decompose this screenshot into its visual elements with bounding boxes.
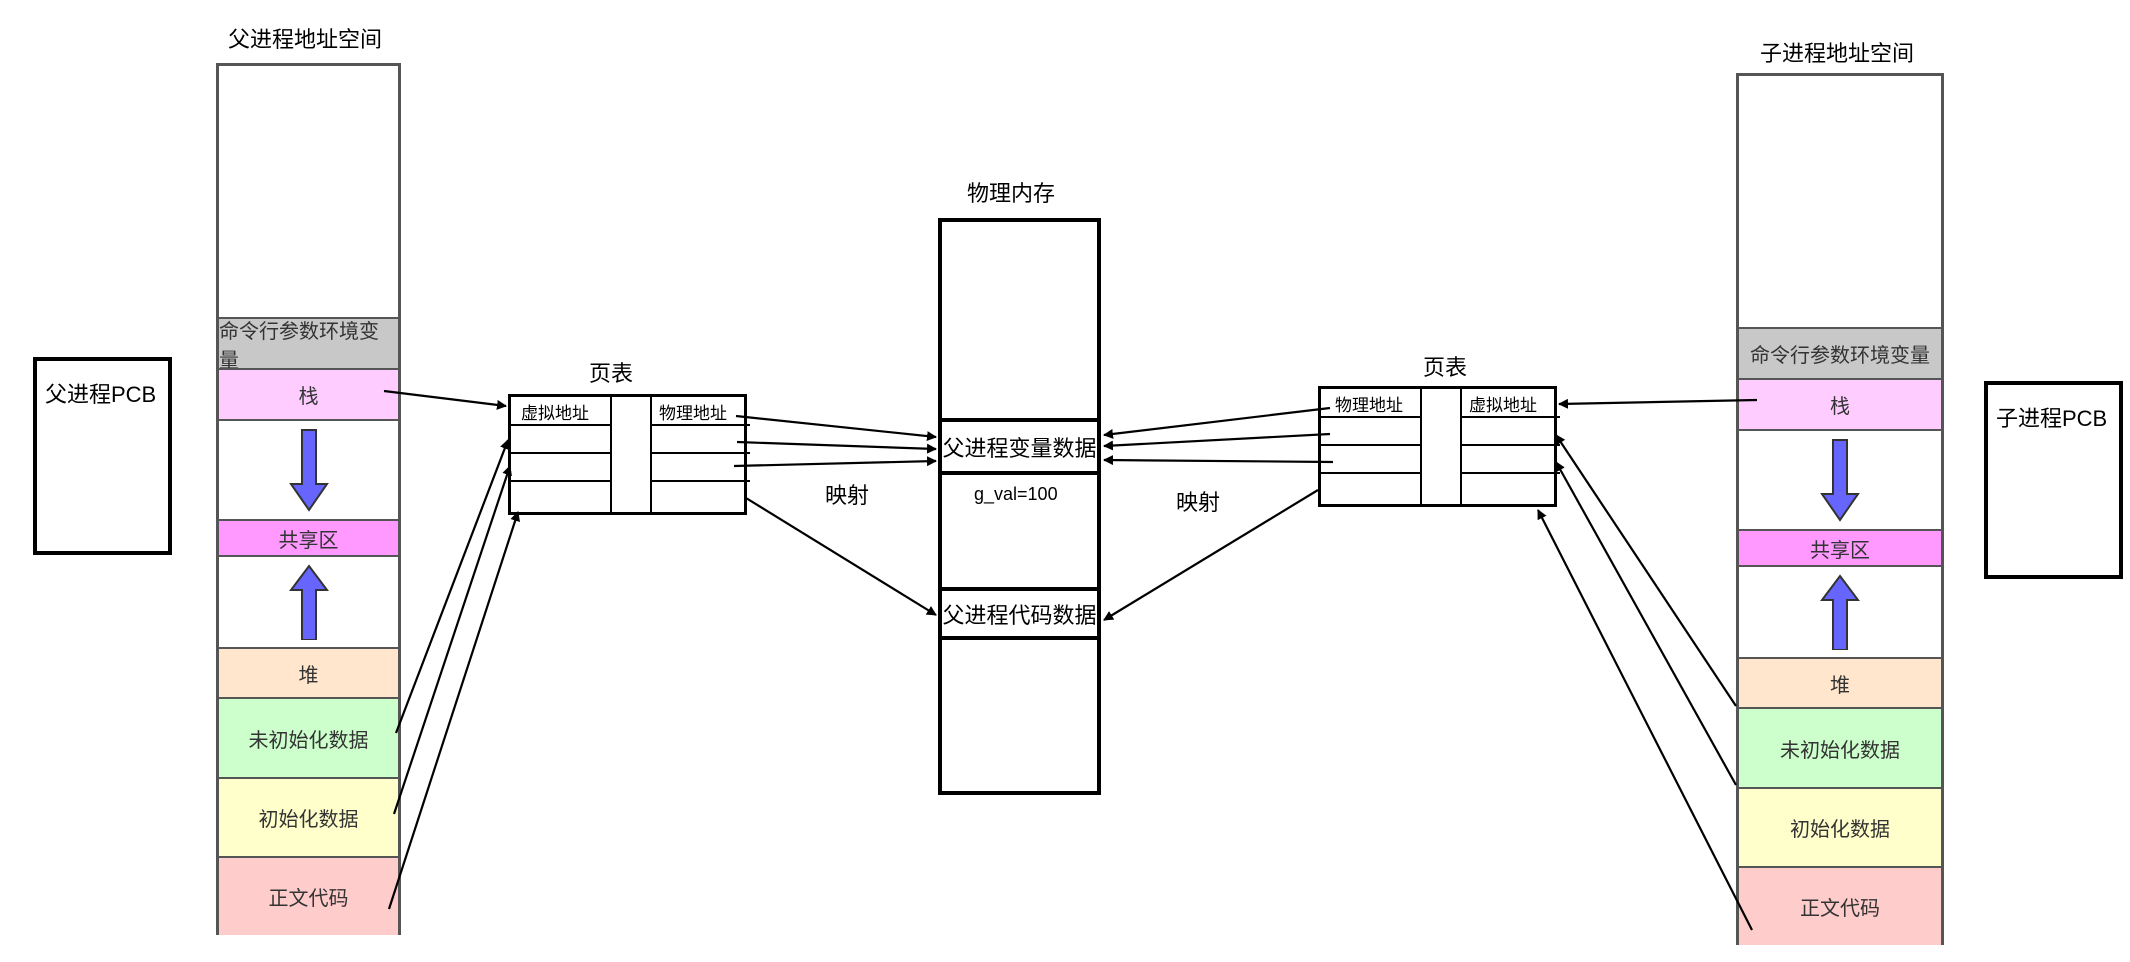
up-arrow-icon: [288, 564, 329, 640]
parent-env-segment: 命令行参数环境变量: [219, 317, 398, 372]
parent-stack-growth-area: [219, 419, 398, 519]
physical-memory: 父进程变量数据 父进程代码数据: [938, 218, 1101, 795]
parent-code-block: 父进程代码数据: [938, 587, 1101, 640]
pt-row-line: [511, 452, 610, 454]
pt-divider: [1460, 389, 1462, 504]
arrow-child-stack-to-cpt: [1558, 398, 1758, 409]
parent-shared-segment: 共享区: [219, 519, 398, 555]
parent-address-space-title: 父进程地址空间: [228, 27, 383, 52]
pt-divider: [610, 397, 612, 512]
up-arrow-icon: [1820, 574, 1860, 650]
arrow-data-to-pt: [392, 465, 512, 815]
parent-stack-segment: 栈: [219, 368, 398, 419]
child-address-space-title: 子进程地址空间: [1760, 41, 1915, 66]
pt-row-line: [1462, 472, 1560, 474]
arrow-cpt-to-var: [1103, 406, 1331, 439]
arrow-child-bss-to-cpt: [1555, 434, 1737, 707]
arrow-cpt-to-var: [1103, 432, 1331, 451]
pt-row-line: [1321, 416, 1420, 418]
pt-divider: [650, 397, 652, 512]
child-heap-segment: 堆: [1739, 657, 1941, 707]
parent-heap-growth-area: [219, 555, 398, 647]
child-shared-segment: 共享区: [1739, 529, 1941, 565]
pt-row-line: [1321, 472, 1420, 474]
pt-row-line: [511, 424, 610, 426]
child-page-table-title: 页表: [1423, 355, 1468, 380]
pt-row-line: [1462, 444, 1560, 446]
pt-physical-header: 物理地址: [1335, 396, 1403, 415]
mapping-label-left: 映射: [825, 483, 870, 508]
arrow-pt-to-var: [735, 414, 937, 442]
mapping-label-right: 映射: [1176, 490, 1221, 515]
parent-pcb: 父进程PCB: [33, 357, 172, 555]
arrow-pt-to-code: [745, 497, 937, 616]
child-heap-growth-area: [1739, 565, 1941, 657]
child-bss-segment: 未初始化数据: [1739, 707, 1941, 787]
pt-row-line: [652, 452, 750, 454]
child-env-segment: 命令行参数环境变量: [1739, 327, 1941, 378]
pt-row-line: [1321, 444, 1420, 446]
pt-row-line: [652, 480, 750, 482]
parent-data-segment: 初始化数据: [219, 777, 398, 856]
child-data-segment: 初始化数据: [1739, 787, 1941, 866]
parent-page-table-title: 页表: [589, 361, 634, 386]
arrow-text-to-pt: [387, 511, 520, 910]
child-pcb: 子进程PCB: [1984, 381, 2123, 579]
arrow-pt-to-var: [736, 440, 937, 454]
arrow-child-text-to-cpt: [1537, 509, 1753, 931]
child-stack-growth-area: [1739, 429, 1941, 529]
parent-variable-block: 父进程变量数据: [938, 418, 1101, 475]
down-arrow-icon: [288, 429, 329, 512]
pt-virtual-header: 虚拟地址: [1469, 396, 1537, 415]
pt-row-line: [1462, 416, 1560, 418]
pt-divider: [1420, 389, 1422, 504]
child-page-table: 物理地址 虚拟地址: [1318, 386, 1560, 507]
pt-physical-header: 物理地址: [659, 404, 727, 423]
child-address-space: 命令行参数环境变量 栈 共享区 堆 未初始化数据 初始化数据 正文代码: [1736, 73, 1944, 945]
physical-memory-title: 物理内存: [967, 181, 1056, 206]
child-text-segment: 正文代码: [1739, 866, 1941, 945]
arrow-pt-to-var: [733, 456, 937, 468]
parent-text-segment: 正文代码: [219, 856, 398, 935]
parent-address-space: 命令行参数环境变量 栈 共享区 堆 未初始化数据 初始化数据 正文代码: [216, 63, 401, 935]
pt-row-line: [652, 424, 750, 426]
parent-bss-segment: 未初始化数据: [219, 697, 398, 777]
child-pcb-label: 子进程PCB: [1996, 406, 2108, 431]
arrow-cpt-to-var: [1103, 455, 1334, 466]
pt-virtual-header: 虚拟地址: [521, 404, 589, 423]
parent-page-table: 虚拟地址 物理地址: [508, 394, 750, 515]
pt-row-line: [511, 480, 610, 482]
child-unused-region: [1739, 76, 1941, 327]
arrow-stack-to-pt: [383, 389, 507, 410]
parent-unused-region: [219, 66, 398, 317]
parent-pcb-label: 父进程PCB: [45, 382, 157, 407]
child-stack-segment: 栈: [1739, 378, 1941, 429]
parent-heap-segment: 堆: [219, 647, 398, 697]
down-arrow-icon: [1820, 439, 1860, 522]
arrow-child-data-to-cpt: [1555, 461, 1737, 786]
g-val-value: g_val=100: [974, 484, 1058, 504]
arrow-bss-to-pt: [394, 439, 510, 734]
